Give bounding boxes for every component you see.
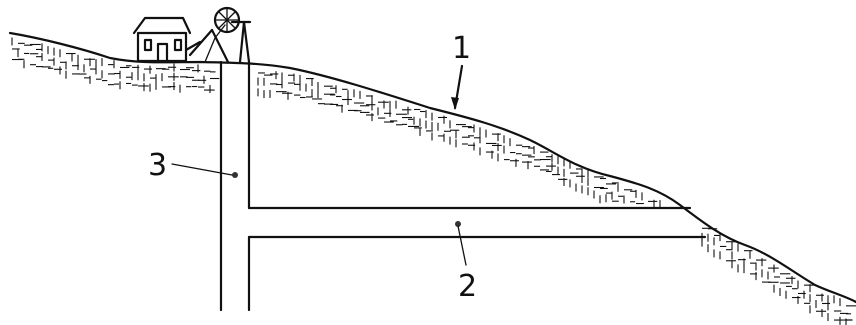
headframe bbox=[188, 20, 252, 64]
leader-line-3 bbox=[171, 163, 233, 176]
label-1: 1 bbox=[452, 31, 471, 66]
surface-building bbox=[132, 16, 202, 63]
label-3: 3 bbox=[148, 148, 167, 183]
arrowhead-1 bbox=[451, 97, 459, 110]
soil-hatching bbox=[11, 37, 856, 325]
point-2 bbox=[455, 221, 461, 227]
winding-wheel-icon bbox=[213, 6, 241, 34]
leader-line-2 bbox=[457, 225, 467, 266]
label-2: 2 bbox=[458, 269, 477, 304]
ground-surface-line bbox=[8, 31, 856, 304]
point-3 bbox=[232, 172, 238, 178]
